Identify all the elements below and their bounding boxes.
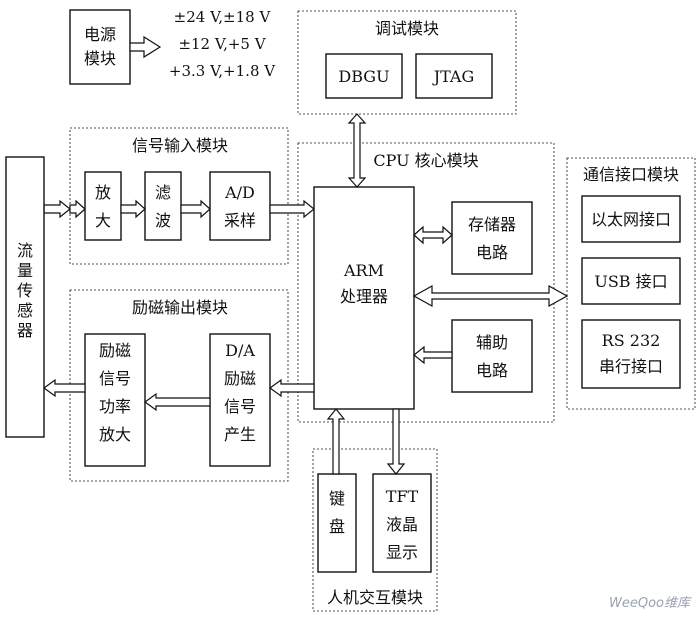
excitation-power-amp-line4: 放大	[99, 425, 131, 444]
ethernet-interface-label: 以太网接口	[591, 210, 671, 229]
flow-sensor-box	[5, 156, 45, 438]
arm-storage-bidirectional-arrow	[413, 225, 453, 245]
cpu-core-module-group	[297, 142, 555, 423]
power-module-label-line2: 模块	[84, 49, 116, 68]
keyboard-box	[317, 473, 357, 573]
comm-interface-module-title: 通信接口模块	[583, 165, 679, 184]
flow-sensor-label-char3: 传	[17, 281, 33, 300]
tft-lcd-label-line3: 显示	[386, 543, 418, 562]
arm-processor-box	[313, 186, 415, 410]
da-to-power-amp-arrow	[143, 392, 211, 412]
debug-arm-bidirectional-arrow	[347, 113, 367, 188]
excitation-power-amp-line1: 励磁	[99, 341, 131, 360]
excitation-power-amp-box	[84, 333, 146, 467]
rs232-interface-box	[581, 319, 681, 389]
rs232-interface-label-line2: 串行接口	[599, 357, 663, 376]
amp-to-filter-arrow	[120, 199, 146, 219]
signal-input-module-group	[69, 127, 289, 265]
ad-sampling-label-line1: A/D	[224, 183, 255, 202]
storage-circuit-label-line1: 存储器	[468, 215, 516, 234]
amplifier-label-line1: 放	[95, 183, 111, 202]
storage-circuit-label-line2: 电路	[476, 243, 508, 262]
amplifier-label-line2: 大	[95, 211, 111, 230]
cpu-core-module-title: CPU 核心模块	[373, 151, 478, 170]
arm-processor-label-line2: 处理器	[340, 287, 388, 306]
storage-circuit-box	[451, 201, 533, 275]
aux-to-arm-arrow	[413, 345, 453, 365]
signal-input-module-title: 信号输入模块	[132, 136, 228, 155]
flow-sensor-label-char1: 流	[17, 241, 33, 260]
ethernet-interface-box	[581, 195, 681, 243]
da-excitation-signal-line2: 励磁	[224, 369, 256, 388]
tft-lcd-box	[372, 473, 432, 573]
ad-sampling-box	[209, 171, 271, 241]
power-module-box	[69, 9, 131, 85]
excitation-power-amp-line3: 功率	[99, 397, 131, 416]
da-excitation-signal-line4: 产生	[224, 425, 256, 444]
excitation-power-amp-line2: 信号	[99, 369, 131, 388]
rs232-interface-label-line1: RS 232	[602, 331, 661, 350]
sensor-to-input-arrow	[43, 199, 71, 219]
hmi-module-group	[312, 448, 438, 612]
dbgu-label: DBGU	[338, 67, 389, 86]
filter-label-line1: 滤	[155, 183, 171, 202]
flow-sensor-label-char2: 量	[17, 261, 33, 280]
arm-comm-bidirectional-arrow	[412, 284, 569, 308]
auxiliary-circuit-label-line1: 辅助	[476, 333, 508, 352]
usb-interface-label: USB 接口	[594, 272, 667, 291]
tft-lcd-label-line2: 液晶	[386, 515, 418, 534]
da-excitation-signal-box	[209, 333, 271, 467]
da-excitation-signal-line3: 信号	[224, 397, 256, 416]
auxiliary-circuit-box	[451, 319, 533, 393]
excitation-output-module-title: 励磁输出模块	[132, 298, 228, 317]
comm-interface-module-group	[566, 157, 696, 410]
dbgu-box	[325, 53, 403, 99]
keyboard-label-line2: 盘	[329, 517, 345, 536]
keyboard-label-line1: 键	[329, 489, 345, 508]
arm-to-tft-arrow	[386, 408, 406, 475]
keyboard-to-arm-arrow	[326, 408, 346, 475]
auxiliary-circuit-label-line2: 电路	[476, 361, 508, 380]
jtag-box	[415, 53, 493, 99]
power-amp-to-sensor-arrow	[42, 378, 86, 398]
power-voltage-line2: ±12 V,+5 V	[178, 35, 266, 53]
jtag-label: JTAG	[432, 67, 475, 86]
tft-lcd-label-line1: TFT	[386, 487, 419, 506]
usb-interface-box	[581, 257, 681, 305]
flow-sensor-label-char4: 感	[17, 301, 33, 320]
flow-sensor-label-char5: 器	[17, 321, 33, 340]
debug-module-group	[297, 10, 517, 115]
arm-processor-label-line1: ARM	[343, 261, 384, 280]
watermark: WeeQoo维库	[609, 596, 692, 611]
arm-to-da-arrow	[268, 378, 315, 398]
debug-module-title: 调试模块	[375, 19, 439, 38]
ad-sampling-label-line2: 采样	[224, 211, 256, 230]
power-output-arrow	[129, 35, 162, 59]
da-excitation-signal-line1: D/A	[225, 341, 255, 360]
power-voltage-line1: ±24 V,±18 V	[174, 8, 272, 26]
power-module-label-line1: 电源	[84, 25, 116, 44]
power-voltage-line3: +3.3 V,+1.8 V	[169, 62, 276, 80]
input-to-amp-arrow	[69, 199, 86, 219]
filter-to-ad-arrow	[180, 199, 211, 219]
hmi-module-title: 人机交互模块	[327, 588, 423, 607]
filter-label-line2: 波	[155, 211, 171, 230]
ad-to-arm-arrow	[269, 199, 315, 219]
